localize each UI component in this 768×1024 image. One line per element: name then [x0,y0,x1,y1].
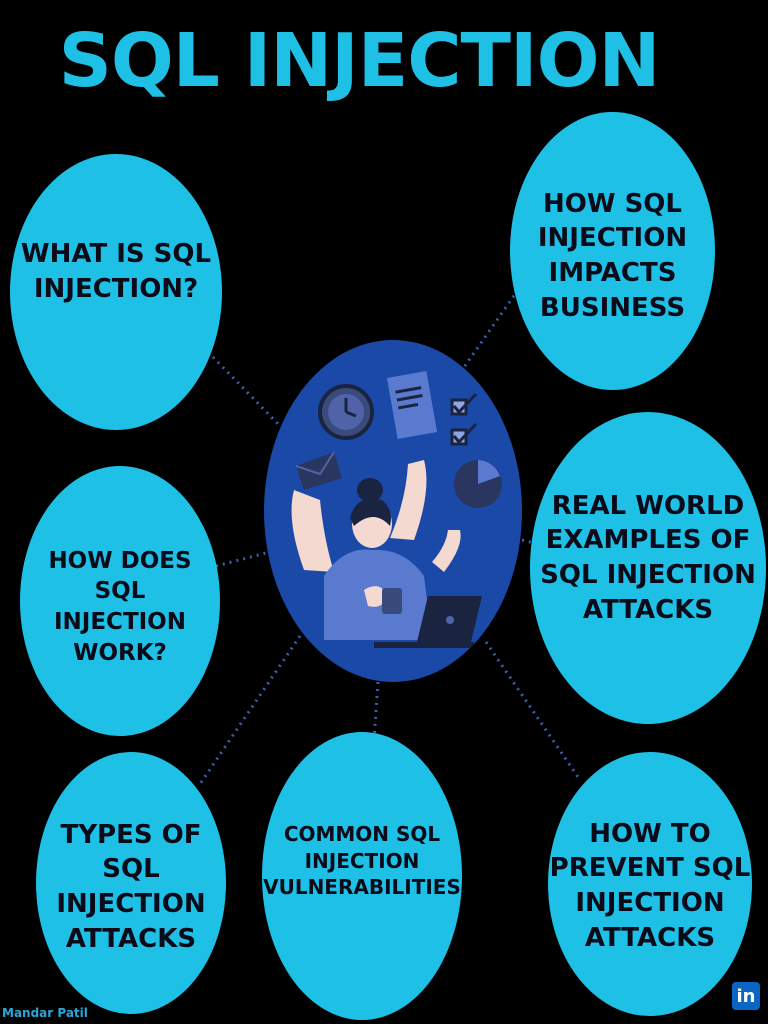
connector-how-works [215,550,271,568]
connector-impacts [460,289,520,371]
linkedin-icon[interactable]: in [732,982,760,1010]
person-figure [291,460,461,640]
topic-label: WHAT IS SQL INJECTION? [20,239,212,304]
topic-real-world-examples: REAL WORLD EXAMPLES OF SQL INJECTION ATT… [530,412,766,724]
connector-what-is [206,350,286,432]
topic-label: REAL WORLD EXAMPLES OF SQL INJECTION ATT… [540,490,756,625]
topic-label: COMMON SQL INJECTION VULNERABILITIES [263,822,461,900]
document-icon [386,370,438,440]
topic-how-does-sql-injection-work: HOW DOES SQL INJECTION WORK? [20,466,220,736]
topic-label: HOW DOES SQL INJECTION WORK? [48,547,192,666]
topic-label: HOW SQL INJECTION IMPACTS BUSINESS [537,188,688,323]
connector-types [198,635,302,785]
checklist-icon [450,392,478,446]
topic-common-vulnerabilities: COMMON SQL INJECTION VULNERABILITIES [262,732,462,1020]
topic-what-is-sql-injection: WHAT IS SQL INJECTION? [10,154,222,430]
author-credit: Mandar Patil [2,1006,88,1020]
clock-icon [318,384,374,440]
topic-label: HOW TO PREVENT SQL INJECTION ATTACKS [549,818,751,953]
center-illustration [264,340,522,682]
connector-vulnerabilities [372,681,380,741]
page-title: SQL INJECTION [58,18,661,104]
connector-real-world [521,538,539,546]
topic-how-to-prevent: HOW TO PREVENT SQL INJECTION ATTACKS [548,752,752,1016]
topic-label: TYPES OF SQL INJECTION ATTACKS [56,819,206,954]
multitasking-person-illustration [291,370,502,648]
laptop-icon [374,596,482,648]
topic-types-of-sql-injection: TYPES OF SQL INJECTION ATTACKS [36,752,226,1014]
topic-impacts-business: HOW SQL INJECTION IMPACTS BUSINESS [510,112,715,390]
envelope-icon [295,451,342,490]
pie-chart-icon [454,460,502,508]
